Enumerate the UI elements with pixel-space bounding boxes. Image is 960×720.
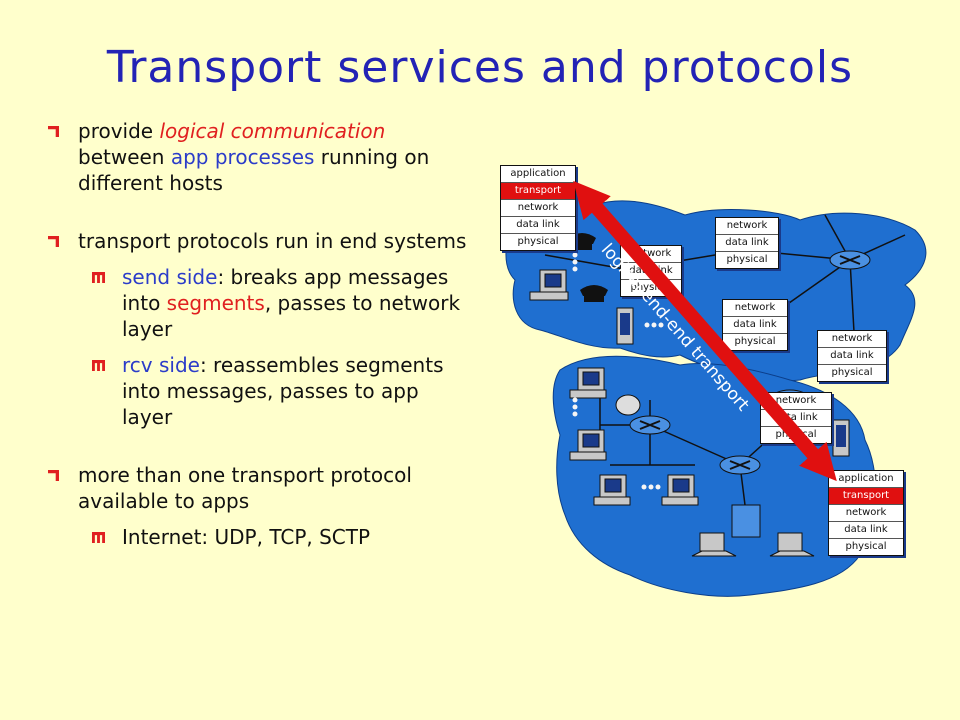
app-processes-term: app processes bbox=[170, 145, 315, 169]
router-protocol-stack: network data link physical bbox=[817, 330, 887, 382]
bullet-multiple-protocols: more than one transport protocol availab… bbox=[48, 462, 468, 514]
server-tower-icon bbox=[832, 419, 850, 457]
bullet-end-systems: transport protocols run in end systems bbox=[48, 228, 468, 254]
router-icon bbox=[829, 250, 871, 270]
laptop-icon bbox=[691, 532, 737, 557]
logical-communication-term: logical communication bbox=[159, 119, 386, 143]
router-icon bbox=[719, 455, 761, 475]
host-protocol-stack-top: application transport network data link … bbox=[500, 165, 576, 251]
subbullet-marker-icon bbox=[92, 272, 105, 283]
server-tower-icon bbox=[616, 307, 634, 345]
router-protocol-stack: network data link physical bbox=[715, 217, 779, 269]
subbullet-marker-icon bbox=[92, 360, 105, 371]
phone-icon bbox=[580, 285, 608, 302]
laptop-icon bbox=[769, 532, 815, 557]
transport-layer: transport bbox=[501, 183, 575, 200]
router-protocol-stack: network data link physical bbox=[760, 392, 832, 444]
host-protocol-stack-bottom: application transport network data link … bbox=[828, 470, 904, 556]
router-protocol-stack: network data link physical bbox=[722, 299, 788, 351]
bullet-logical-communication: provide logical communication between ap… bbox=[48, 118, 468, 196]
page-title: Transport services and protocols bbox=[106, 42, 854, 93]
desktop-computer-icon bbox=[529, 269, 569, 301]
satellite-dish-icon bbox=[615, 394, 641, 416]
transport-layer: transport bbox=[829, 488, 903, 505]
subbullet-marker-icon bbox=[92, 532, 105, 543]
subbullet-internet-protocols: Internet: UDP, TCP, SCTP bbox=[92, 524, 468, 550]
router-icon bbox=[629, 415, 671, 435]
subbullet-rcv-side: rcv side: reassembles segments into mess… bbox=[92, 352, 468, 430]
wireless-access-point-icon bbox=[731, 504, 761, 538]
subbullet-send-side: send side: breaks app messages into segm… bbox=[92, 264, 468, 342]
bullet-list: provide logical communication between ap… bbox=[48, 118, 468, 550]
